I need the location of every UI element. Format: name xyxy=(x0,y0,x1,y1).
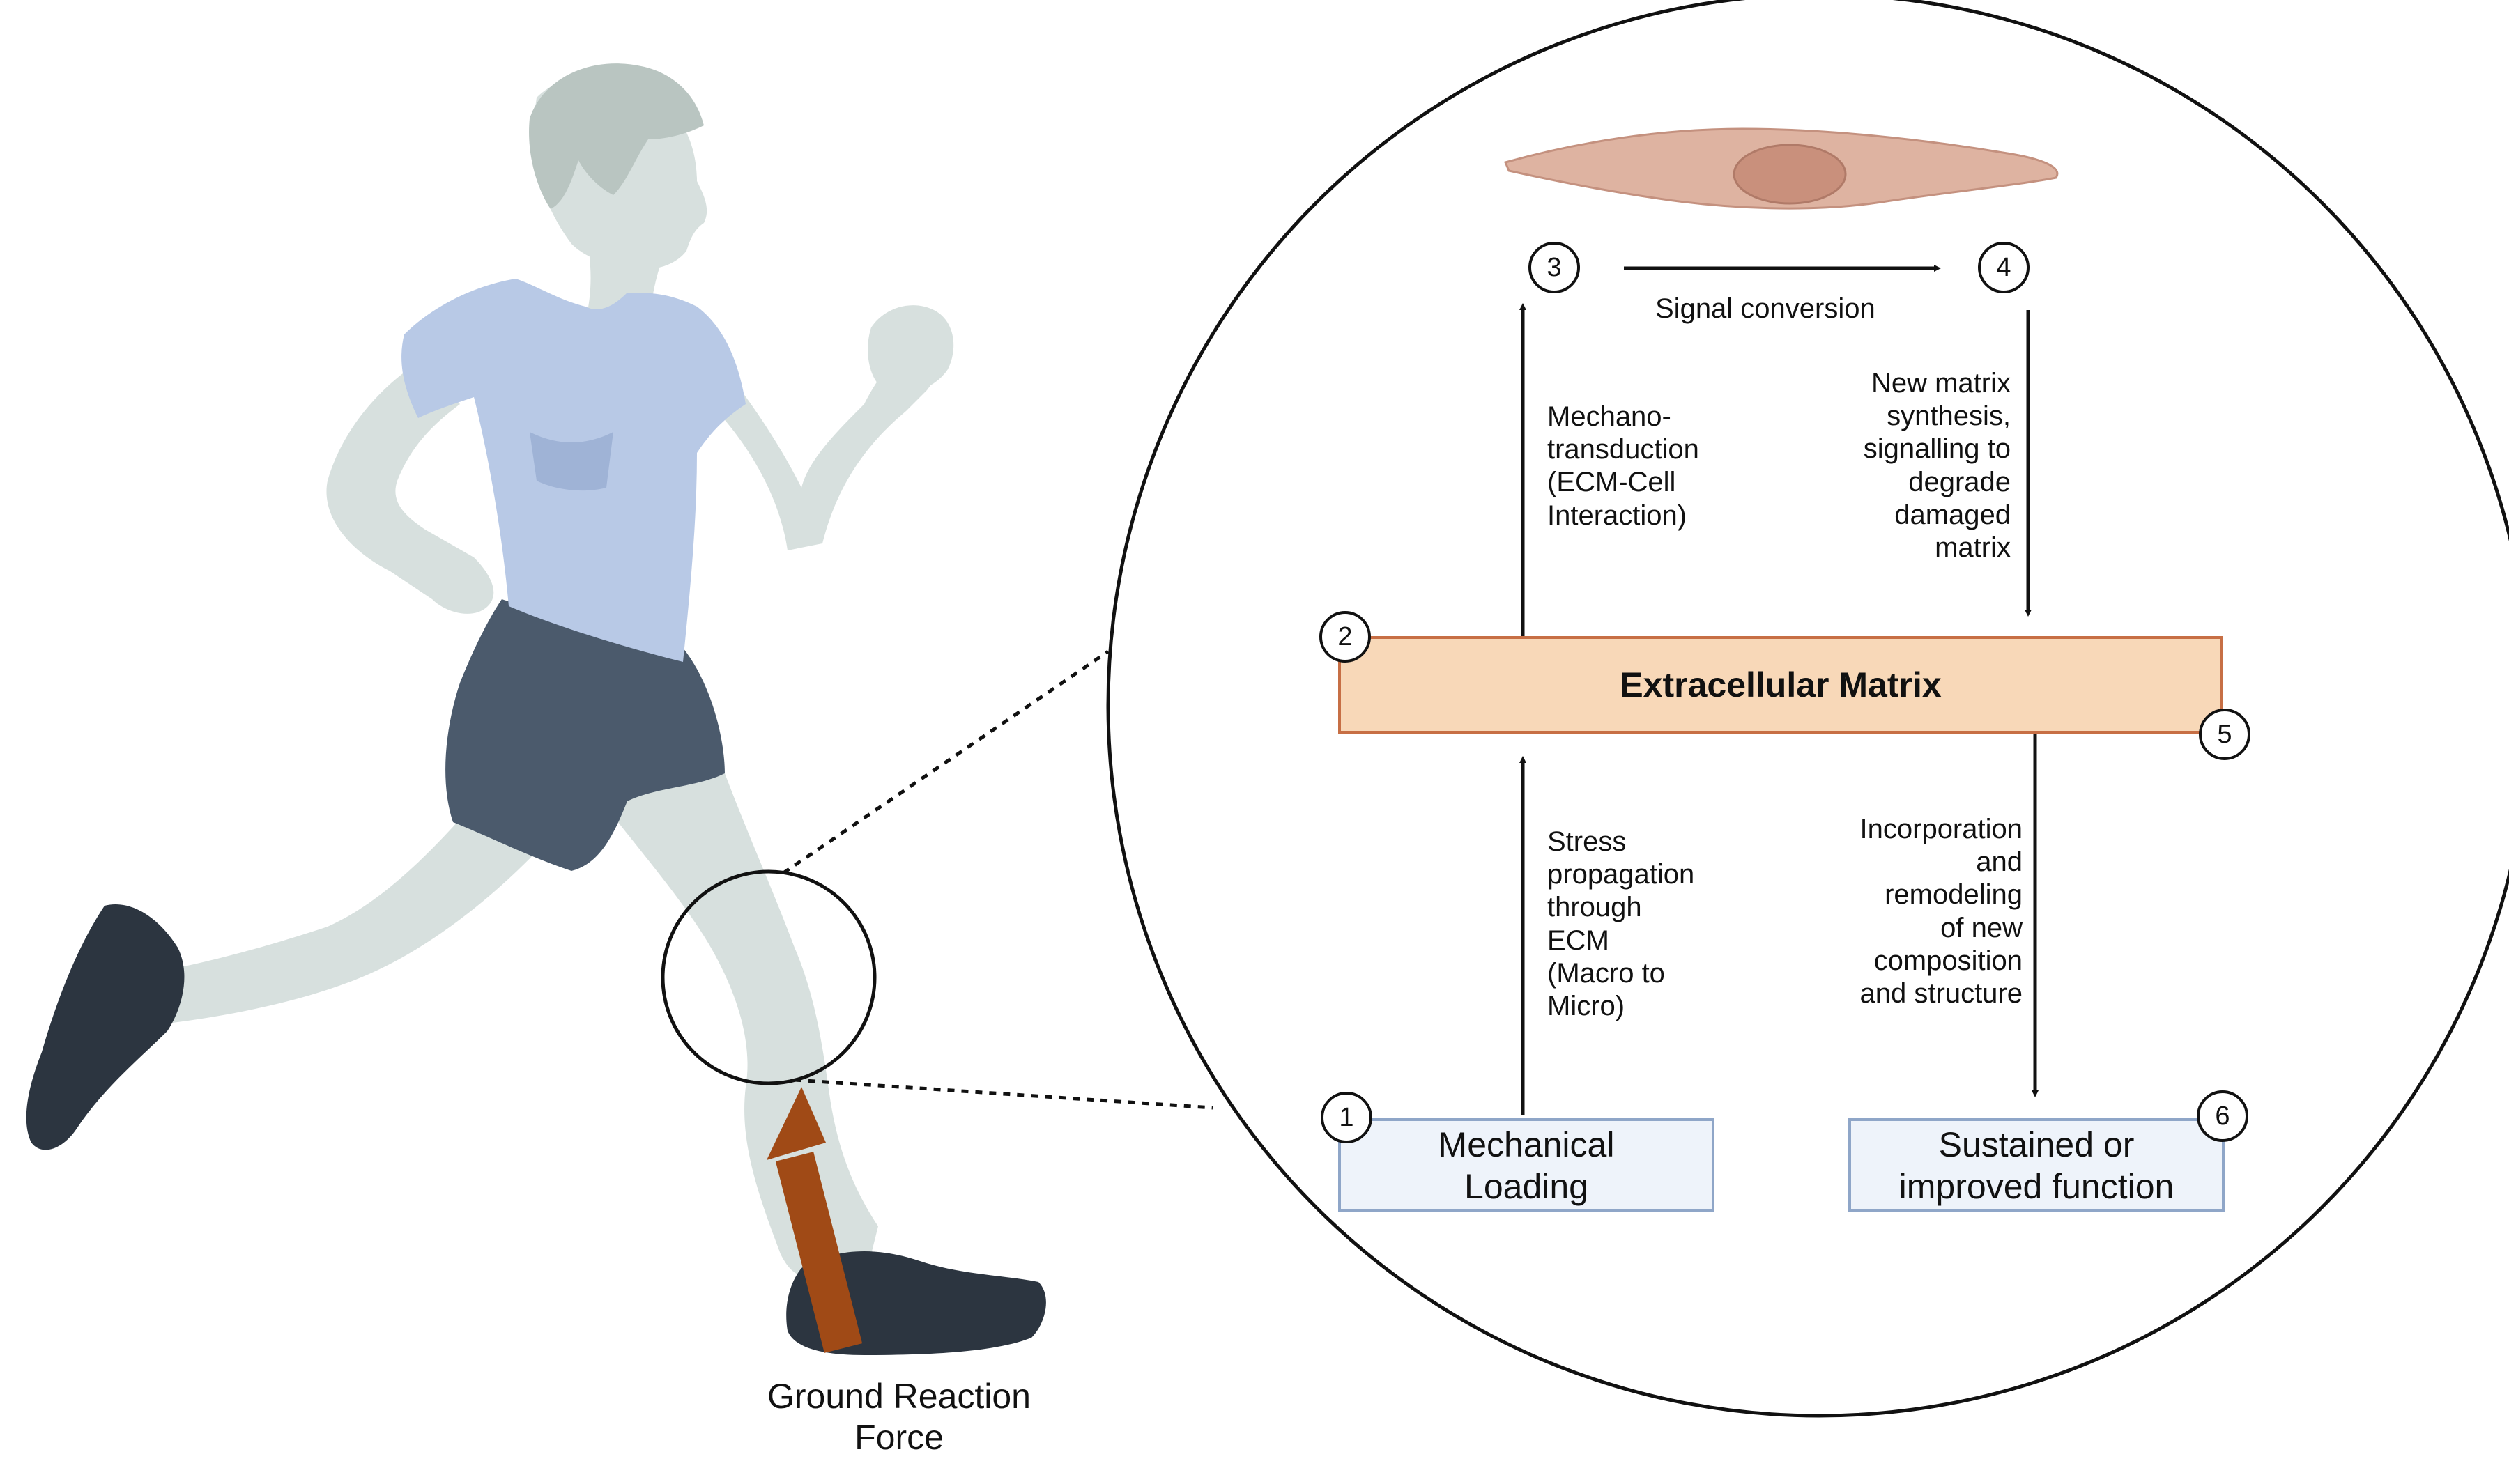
runner-front-arm xyxy=(326,362,494,614)
step-number-3: 3 xyxy=(1547,252,1562,282)
runner-figure xyxy=(26,63,1046,1355)
runner-back-shoe xyxy=(26,904,185,1150)
step-badge-1: 1 xyxy=(1321,1092,1372,1143)
sustained-function-label: Sustained or improved function xyxy=(1898,1124,2174,1206)
runner-shirt-shade xyxy=(530,432,613,491)
step-number-2: 2 xyxy=(1337,621,1353,651)
runner-back-fist xyxy=(868,305,954,393)
runner-shorts xyxy=(445,599,725,871)
knee-zoom-circle xyxy=(661,869,877,1085)
step-badge-6: 6 xyxy=(2197,1090,2248,1142)
mechanical-loading-label: Mechanical Loading xyxy=(1438,1124,1615,1206)
zoom-line-bottom xyxy=(794,1078,1213,1110)
mechanotransduction-label: Mechano- transduction (ECM-Cell Interact… xyxy=(1547,401,1699,531)
sustained-function-box: Sustained or improved function xyxy=(1848,1118,2225,1212)
step-badge-3: 3 xyxy=(1528,242,1580,293)
ground-reaction-force-label: Ground Reaction Force xyxy=(767,1377,1031,1457)
cell-nucleus xyxy=(1733,144,1847,205)
runner-front-leg xyxy=(585,773,878,1276)
step-number-5: 5 xyxy=(2217,719,2232,749)
zoom-line-top xyxy=(782,649,1110,875)
extracellular-matrix-box: Extracellular Matrix xyxy=(1338,636,2223,734)
force-arrow-shaft xyxy=(775,1152,863,1353)
incorporation-label: Incorporation and remodeling of new comp… xyxy=(1859,814,2023,1009)
signal-conversion-label: Signal conversion xyxy=(1655,293,1875,324)
mechanical-loading-box: Mechanical Loading xyxy=(1338,1118,1714,1212)
stress-propagation-label: Stress propagation through ECM (Macro to… xyxy=(1547,826,1695,1021)
step-badge-2: 2 xyxy=(1319,611,1371,663)
step-badge-4: 4 xyxy=(1978,242,2030,293)
force-arrow-head xyxy=(767,1087,826,1160)
runner-hair xyxy=(529,63,704,209)
zoom-detail-circle xyxy=(1106,0,2509,1418)
step-number-4: 4 xyxy=(1996,252,2011,282)
extracellular-matrix-label: Extracellular Matrix xyxy=(1620,665,1942,704)
new-matrix-label: New matrix synthesis, signalling to degr… xyxy=(1863,368,2011,563)
ground-reaction-force-arrow xyxy=(767,1087,863,1353)
step-number-1: 1 xyxy=(1339,1102,1354,1132)
cell xyxy=(1503,127,2059,210)
step-number-6: 6 xyxy=(2215,1101,2230,1131)
step-badge-5: 5 xyxy=(2199,709,2250,760)
runner-back-leg xyxy=(160,787,558,1024)
